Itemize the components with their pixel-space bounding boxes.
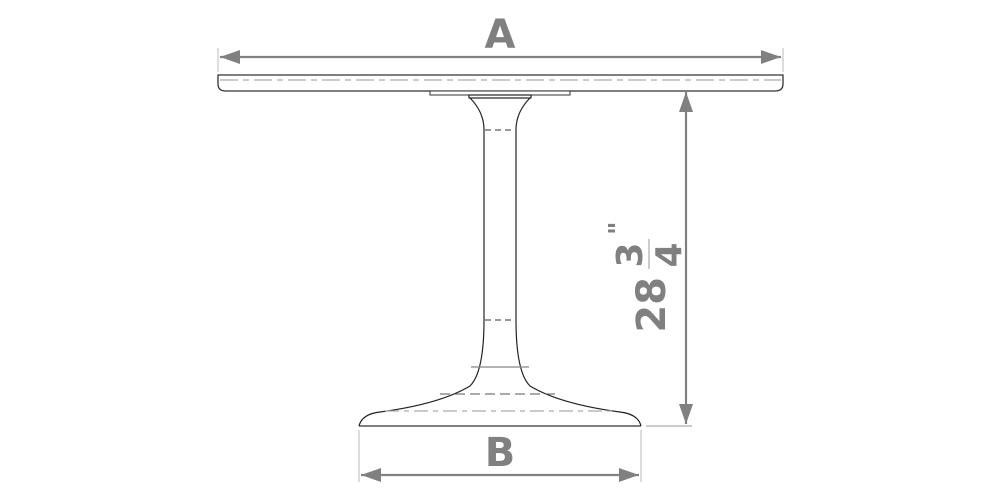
height-unit: " bbox=[604, 221, 634, 235]
pedestal-column bbox=[358, 97, 642, 427]
height-numerator: 3 bbox=[610, 242, 651, 267]
height-denominator: 4 bbox=[649, 242, 690, 267]
height-label: 28 3 4 " bbox=[604, 221, 690, 332]
height-whole: 28 bbox=[629, 277, 675, 333]
mounting-plate bbox=[429, 90, 571, 99]
dimension-a: A bbox=[217, 12, 784, 72]
dimension-height: 28 3 4 " bbox=[604, 92, 693, 427]
tabletop bbox=[217, 74, 784, 92]
dimension-b: B bbox=[358, 430, 642, 482]
dimension-a-label: A bbox=[485, 12, 516, 58]
dimension-b-label: B bbox=[485, 430, 516, 476]
